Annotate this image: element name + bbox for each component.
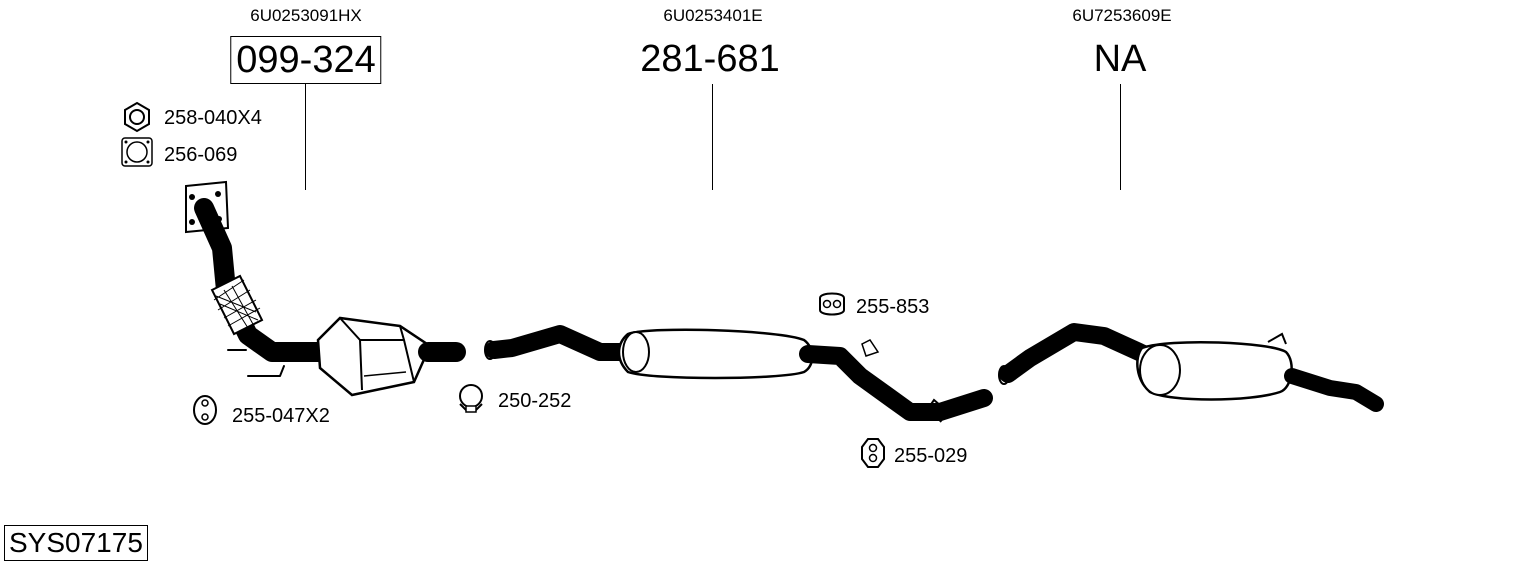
clamp-icon: [459, 384, 483, 413]
rubber-mount-icon: [819, 292, 845, 316]
accessory-label-hanger[interactable]: 255-047X2: [232, 405, 330, 427]
hex-nut-icon: [124, 101, 150, 133]
accessory-label-gasket[interactable]: 256-069: [164, 144, 238, 166]
leader-line-rear: [1120, 84, 1121, 190]
catalytic-converter: [316, 316, 432, 397]
leader-line-centre: [712, 84, 713, 190]
accessory-label-mount-1[interactable]: 255-853: [856, 296, 930, 318]
part-number-centre[interactable]: 281-681: [640, 38, 780, 80]
rear-silencer-pipe[interactable]: [998, 323, 1384, 412]
gasket-icon: [121, 137, 153, 167]
oem-number-centre: 6U0253401E: [663, 6, 763, 25]
part-number-front[interactable]: 099-324: [230, 36, 382, 84]
centre-silencer-pipe[interactable]: [484, 325, 993, 423]
rubber-mount-icon: [861, 438, 885, 468]
rubber-hanger-icon: [193, 395, 217, 425]
accessory-label-nut[interactable]: 258-040X4: [164, 107, 262, 129]
part-number-rear[interactable]: NA: [1093, 38, 1147, 80]
oem-number-rear: 6U7253609E: [1072, 6, 1172, 25]
accessory-label-mount-2[interactable]: 255-029: [894, 445, 968, 467]
oem-number-front: 6U0253091HX: [250, 6, 362, 25]
front-pipe-catalyst[interactable]: [185, 180, 466, 397]
flex-joint: [210, 274, 264, 336]
leader-line-front: [305, 84, 306, 190]
accessory-label-clamp[interactable]: 250-252: [498, 390, 572, 412]
system-code: SYS07175: [4, 525, 148, 561]
